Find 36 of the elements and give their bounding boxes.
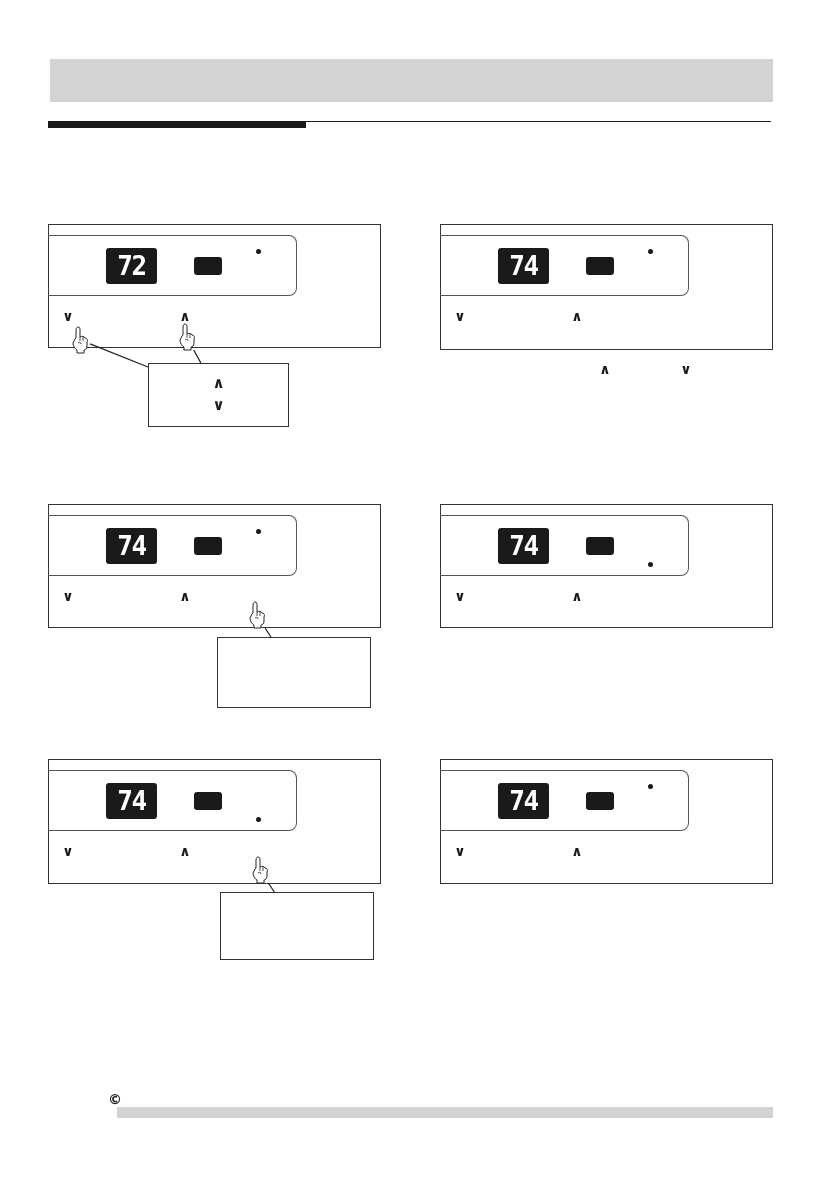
chevron-symbol: ∨ — [454, 843, 466, 859]
temperature-display: 74 — [498, 783, 549, 819]
control-panel — [440, 759, 773, 884]
chevron-symbol: ∧ — [212, 374, 225, 392]
chevron-symbol: ∨ — [62, 588, 74, 604]
leader-line — [264, 627, 272, 638]
temperature-display: 72 — [106, 248, 157, 284]
control-panel — [440, 224, 773, 350]
chevron-symbol: ∧ — [179, 588, 191, 604]
callout-box — [220, 892, 374, 960]
temperature-display: 74 — [106, 528, 157, 564]
chevron-symbol: ∨ — [454, 588, 466, 604]
temperature-display: 74 — [106, 783, 157, 819]
chevron-symbol: ∧ — [179, 843, 191, 859]
copyright-symbol: © — [108, 1091, 122, 1107]
control-panel — [48, 504, 381, 628]
chevron-symbol: ∨ — [680, 361, 692, 377]
temperature-display: 74 — [498, 528, 549, 564]
leader-line — [89, 343, 149, 368]
control-panel — [48, 759, 381, 884]
chevron-symbol: ∨ — [62, 308, 74, 324]
leader-line — [193, 349, 202, 364]
chevron-symbol: ∨ — [62, 843, 74, 859]
chevron-symbol: ∧ — [599, 361, 611, 377]
control-panel — [440, 504, 773, 628]
chevron-symbol: ∧ — [571, 588, 583, 604]
temperature-display: 74 — [498, 248, 549, 284]
callout-box — [148, 363, 289, 427]
chevron-symbol: ∨ — [212, 396, 225, 414]
chevron-symbol: ∧ — [571, 843, 583, 859]
chevron-symbol: ∨ — [454, 308, 466, 324]
leader-line — [267, 882, 275, 893]
chevron-symbol: ∧ — [179, 308, 191, 324]
callout-box — [217, 637, 371, 708]
chevron-symbol: ∧ — [571, 308, 583, 324]
control-panel — [48, 224, 381, 348]
